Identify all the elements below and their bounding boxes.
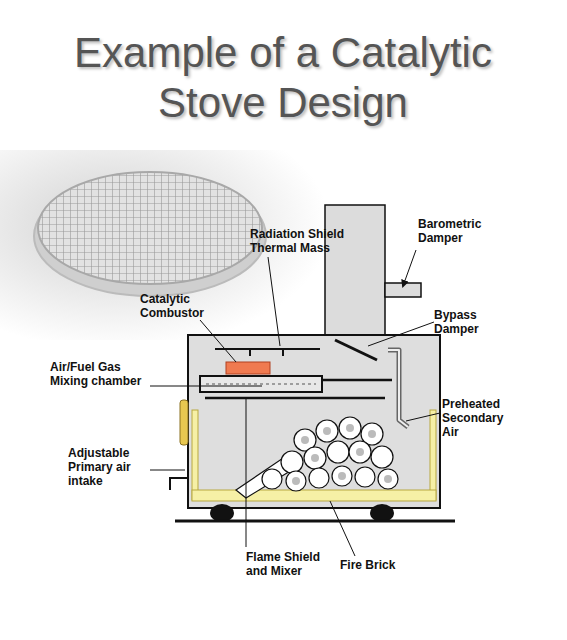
wheel [370, 504, 394, 522]
wheel [210, 504, 234, 522]
log-end [309, 468, 329, 488]
flame-shield [205, 397, 385, 400]
log-end [349, 441, 371, 463]
chimney [325, 205, 385, 335]
leader-line [330, 501, 355, 556]
leader-lines [150, 250, 440, 556]
part-label: Air/Fuel Gas Mixing chamber [50, 360, 150, 388]
part-label: Radiation Shield Thermal Mass [250, 227, 360, 255]
fire-brick-floor [192, 490, 436, 501]
part-label: Fire Brick [340, 558, 420, 572]
leader-line [403, 250, 416, 286]
leader-line [150, 386, 262, 387]
log-pile [262, 417, 398, 491]
leader-line [368, 322, 434, 346]
log-ring [323, 427, 331, 435]
log-ring [311, 454, 319, 462]
bypass-damper [335, 340, 377, 360]
stove-body [188, 335, 440, 508]
log-end [355, 467, 375, 487]
log-ring [368, 430, 376, 438]
radiation-shield [215, 349, 320, 356]
log-ring [292, 477, 300, 485]
log-end [304, 447, 326, 469]
log-end [327, 441, 349, 463]
log-end [332, 466, 352, 486]
log-rings [292, 424, 392, 485]
part-label: Adjustable Primary air intake [68, 446, 150, 488]
part-label: Flame Shield and Mixer [246, 550, 336, 578]
fire-brick-right [430, 410, 436, 500]
secondary-air-pipe-core [388, 350, 408, 427]
leader-line [246, 399, 247, 547]
log-end [316, 420, 338, 442]
leader-line [200, 320, 236, 362]
mixer-holes [206, 384, 316, 385]
diagram-title: Example of a Catalytic Stove Design [33, 28, 533, 128]
primary-air-intake [170, 478, 188, 490]
door-handle [180, 400, 188, 445]
baffle-plate [322, 379, 392, 382]
log-end [378, 469, 398, 489]
log-end [371, 446, 393, 468]
log-end [281, 451, 303, 473]
leader-line [150, 470, 185, 471]
log-end [286, 471, 306, 491]
log-ring [346, 424, 354, 432]
log-ring [356, 448, 364, 456]
part-label: Catalytic Combustor [140, 292, 215, 320]
log-ring [384, 475, 392, 483]
fire-brick-left [192, 410, 198, 500]
part-label: Preheated Secondary Air [442, 397, 514, 439]
floor-line [175, 520, 455, 523]
log-ring [301, 436, 309, 444]
log-end [339, 417, 361, 439]
leader-line [406, 413, 440, 421]
mixing-chamber [200, 376, 322, 392]
log-ring [338, 472, 346, 480]
log-end [262, 469, 282, 489]
secondary-air-pipe [388, 350, 408, 427]
part-label: Bypass Damper [434, 308, 496, 336]
combustor-honeycomb [38, 172, 262, 284]
part-label: Barometric Damper [418, 217, 498, 245]
catalytic-combustor [226, 362, 270, 374]
leader-line [268, 257, 280, 346]
